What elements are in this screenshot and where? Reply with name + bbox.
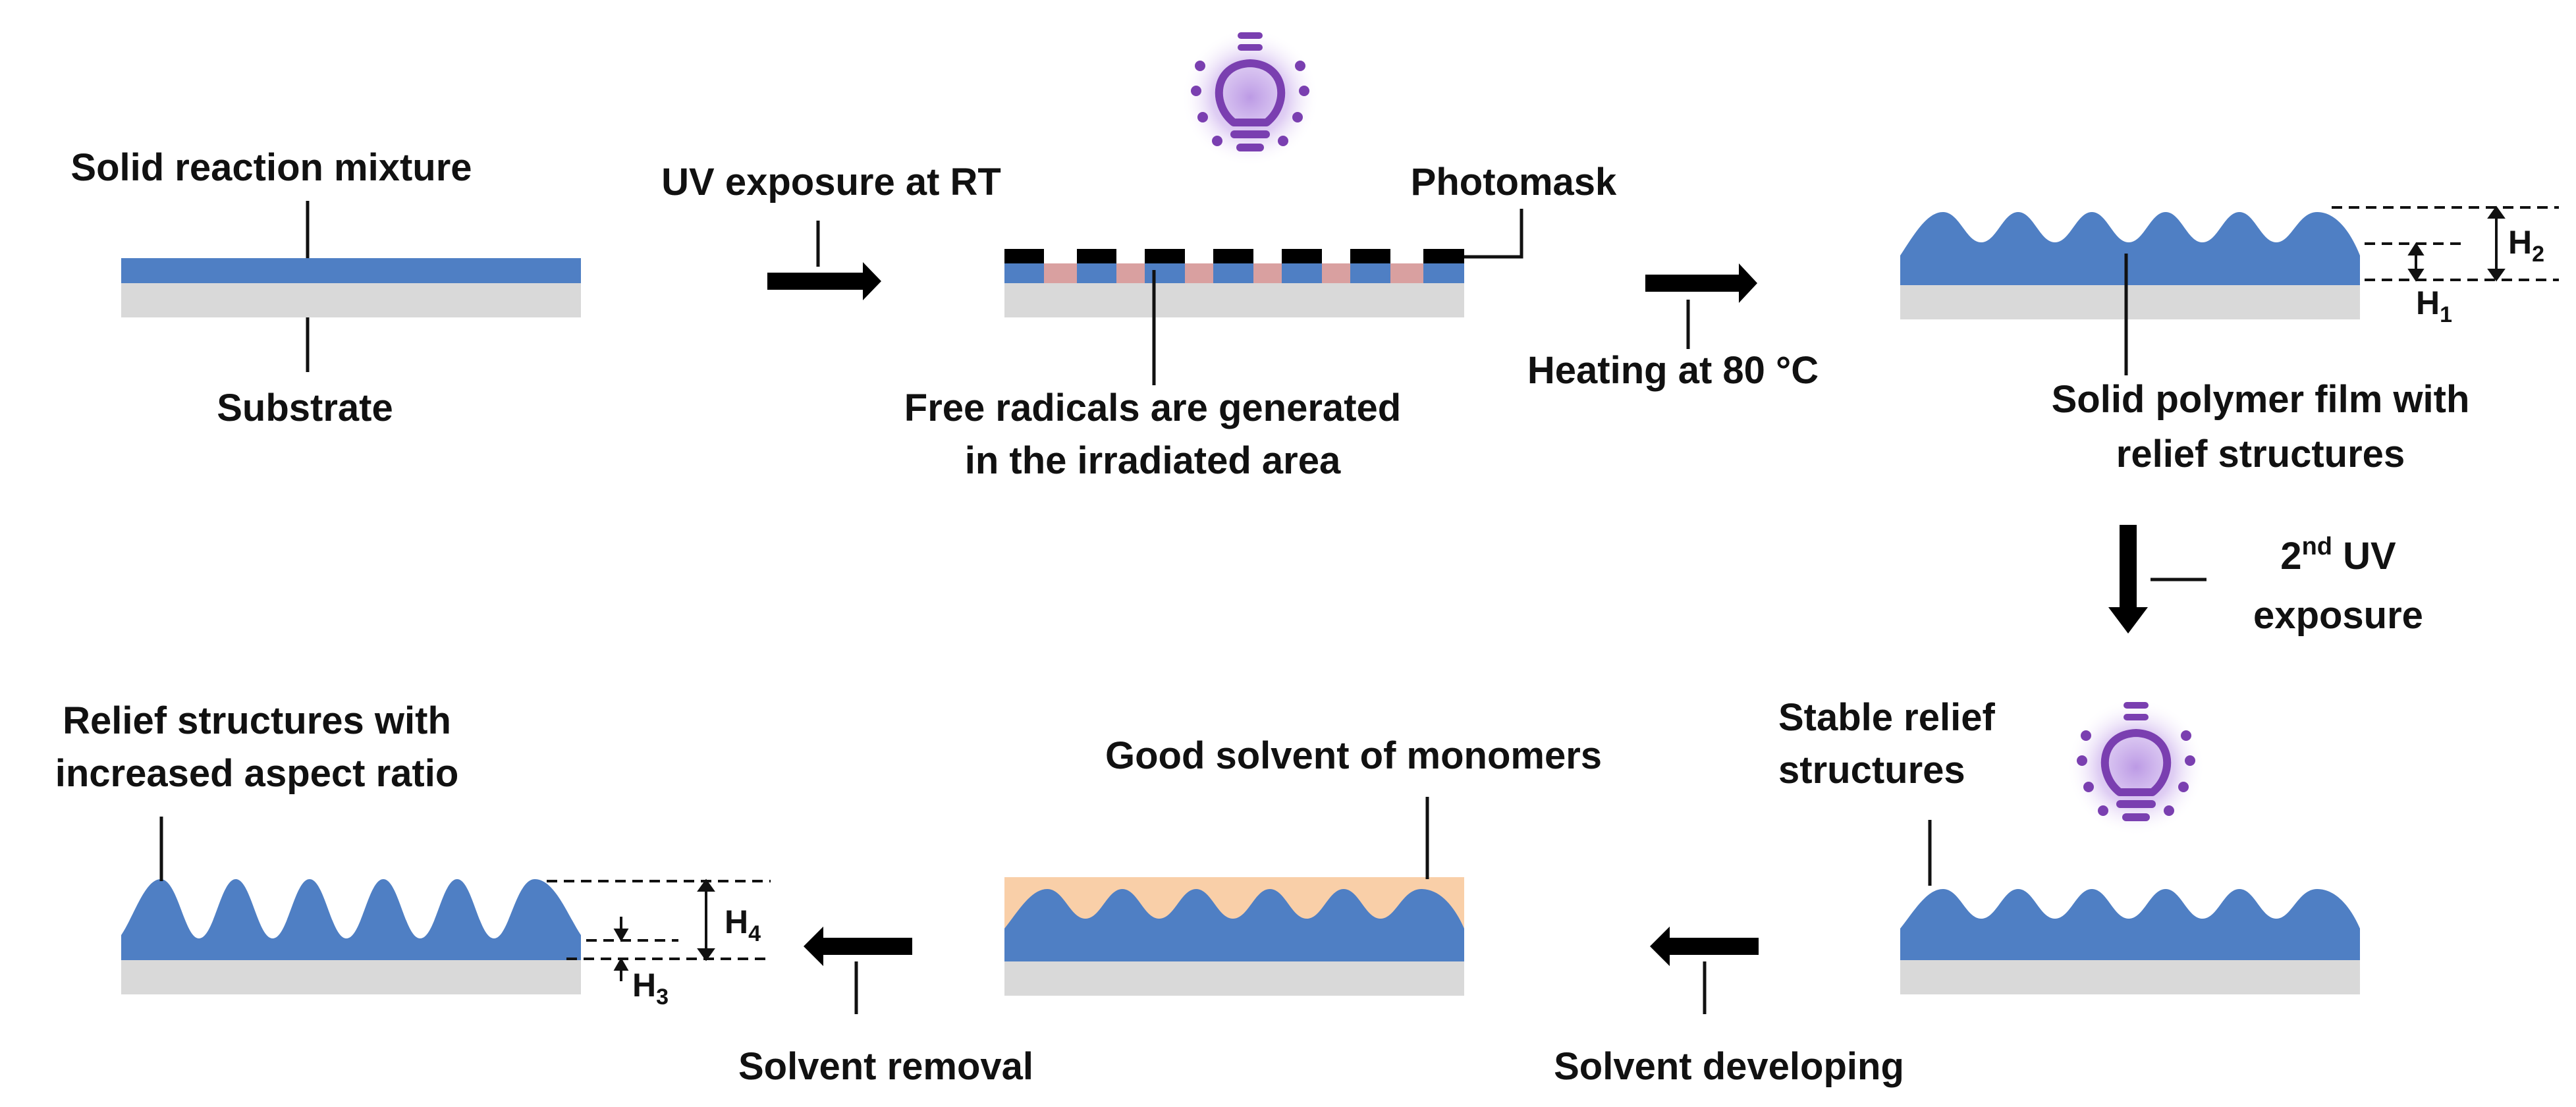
- label-solid-polymer-2: relief structures: [2116, 433, 2405, 475]
- label-h2: H2: [2508, 224, 2545, 267]
- substrate-1: [121, 283, 581, 317]
- photomask-blocks: [1004, 249, 1464, 263]
- substrate-2: [1004, 283, 1464, 317]
- relief-film-4: [1900, 889, 2360, 960]
- height-markers-h1-h2: [2332, 205, 2559, 282]
- relief-film-5: [1004, 889, 1464, 961]
- relief-film-6: [121, 879, 581, 960]
- label-solid-polymer-1: Solid polymer film with: [2051, 378, 2470, 421]
- label-second-uv-1: 2nd UV: [2280, 533, 2396, 578]
- leader-line-photomask: [1464, 209, 1523, 259]
- label-solvent-removal: Solvent removal: [738, 1045, 1034, 1088]
- arrow-uv-exposure: [767, 221, 881, 300]
- light-bulb-icon: [2067, 698, 2205, 836]
- label-h4: H4: [725, 904, 761, 946]
- reaction-mixture-layer: [121, 258, 581, 283]
- label-good-solvent: Good solvent of monomers: [1105, 734, 1603, 777]
- film-layer-2: [1004, 263, 1464, 283]
- arrow-second-uv: [2108, 525, 2206, 634]
- stage-stable-relief: [1900, 820, 2360, 994]
- arrow-heating: [1645, 263, 1757, 349]
- label-h3: H3: [632, 967, 669, 1010]
- irradiated-regions: [1044, 263, 1423, 283]
- stage-masked-film: [1004, 209, 1523, 385]
- stage-initial-film: [121, 201, 581, 372]
- label-relief-increased-2: increased aspect ratio: [55, 752, 459, 795]
- label-solvent-developing: Solvent developing: [1554, 1045, 1904, 1088]
- stage-solvent: [1004, 797, 1464, 996]
- light-bulb-icon: [1181, 28, 1319, 167]
- arrow-solvent-removal: [804, 927, 912, 1014]
- label-relief-increased-1: Relief structures with: [63, 699, 451, 742]
- label-free-radicals-1: Free radicals are generated: [904, 387, 1402, 429]
- substrate-3: [1900, 285, 2360, 319]
- height-markers-h3-h4: [547, 878, 771, 981]
- label-h1: H1: [2416, 284, 2453, 327]
- label-solid-reaction-mixture: Solid reaction mixture: [70, 146, 472, 189]
- label-second-uv-2: exposure: [2253, 594, 2423, 637]
- stage-final-relief: [121, 817, 771, 994]
- substrate-6: [121, 960, 581, 994]
- label-stable-relief-2: structures: [1778, 749, 1965, 792]
- label-substrate: Substrate: [217, 387, 393, 429]
- label-free-radicals-2: in the irradiated area: [964, 439, 1341, 482]
- label-uv-exposure: UV exposure at RT: [661, 161, 1001, 203]
- label-photomask: Photomask: [1410, 161, 1617, 203]
- substrate-4: [1900, 960, 2360, 994]
- label-stable-relief-1: Stable relief: [1778, 696, 1995, 739]
- label-heating: Heating at 80 °C: [1527, 349, 1819, 392]
- arrow-solvent-developing: [1650, 927, 1759, 1014]
- substrate-5: [1004, 961, 1464, 996]
- relief-film-3: [1900, 212, 2360, 285]
- stage-relief-film: [1900, 205, 2559, 375]
